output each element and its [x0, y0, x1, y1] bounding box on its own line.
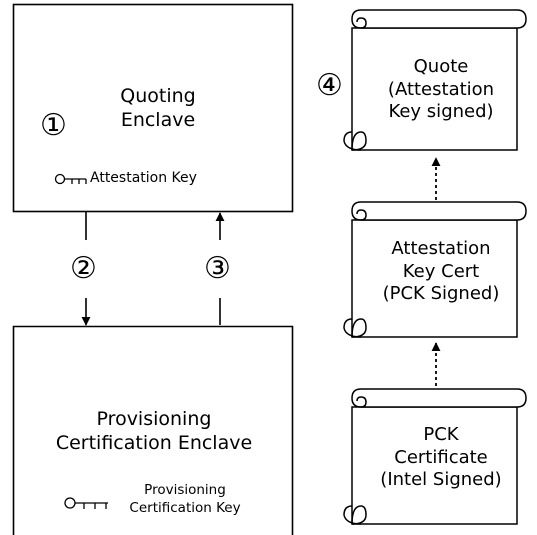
attestation-key-icon: [54, 173, 87, 185]
attestation-key-label: Attestation Key: [90, 170, 197, 186]
attestation-cert-scroll-label: Attestation Key Cert (PCK Signed): [366, 238, 516, 306]
step-1-marker: ①: [40, 108, 67, 143]
provisioning-enclave-box: [12, 325, 294, 535]
quote-line3: Key signed): [388, 101, 494, 122]
scroll-attestation-key-cert: [343, 201, 527, 338]
attestation-cert-line3: (PCK Signed): [382, 283, 500, 304]
quoting-enclave-title: Quoting Enclave: [103, 85, 213, 133]
pck-cert-line2: Certificate: [394, 446, 488, 468]
scroll-pck-certificate: [343, 388, 527, 525]
quote-line1: Quote: [413, 56, 469, 77]
quoting-enclave-title-line2: Enclave: [120, 108, 196, 131]
quote-line2: (Attestation: [387, 78, 495, 100]
pck-cert-line1: PCK: [423, 424, 459, 445]
provisioning-key-icon: [64, 497, 108, 509]
quote-scroll-label: Quote (Attestation Key signed): [366, 56, 516, 124]
step-2-marker: ②: [70, 251, 97, 286]
step-3-marker: ③: [204, 251, 231, 286]
quoting-enclave-title-line1: Quoting: [120, 85, 196, 107]
provisioning-enclave-title-line2: Certification Enclave: [55, 431, 253, 454]
provisioning-key-label: Provisioning Certification Key: [110, 482, 260, 517]
provisioning-key-label-line2: Certification Key: [129, 499, 241, 516]
provisioning-key-label-line1: Provisioning: [144, 482, 226, 498]
attestation-cert-line1: Attestation: [391, 238, 491, 259]
pck-cert-scroll-label: PCK Certificate (Intel Signed): [366, 424, 516, 492]
quoting-enclave-box: [12, 3, 294, 213]
provisioning-enclave-title: Provisioning Certification Enclave: [30, 408, 278, 456]
scroll-quote: [343, 9, 527, 151]
pck-cert-line3: (Intel Signed): [380, 469, 502, 490]
provisioning-enclave-title-line1: Provisioning: [96, 408, 212, 430]
attestation-cert-line2: Key Cert: [402, 260, 480, 282]
step-4-marker: ④: [316, 68, 343, 103]
